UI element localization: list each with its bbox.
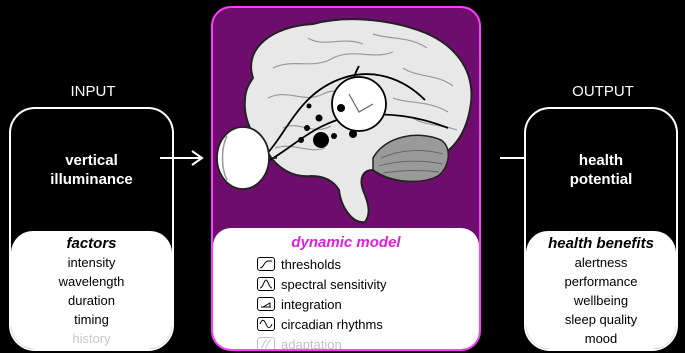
input-heading: INPUT <box>70 83 116 100</box>
model-item-label: thresholds <box>281 256 341 272</box>
spectral-peak-icon <box>257 277 275 291</box>
input-main-label: vertical illuminance <box>11 109 172 231</box>
input-main-line2: illuminance <box>50 171 133 188</box>
factor-item: history <box>72 331 111 346</box>
benefits-panel: health benefits alertness performance we… <box>526 231 676 349</box>
factor-item: wavelength <box>58 274 125 289</box>
factor-item: duration <box>68 293 115 308</box>
model-title: dynamic model <box>291 234 401 251</box>
model-item-thresholds: thresholds <box>257 254 386 274</box>
model-item-label: circadian rhythms <box>281 316 383 332</box>
output-main-line2: potential <box>569 171 633 188</box>
benefit-item: performance <box>564 274 638 289</box>
model-item-adaptation: adaptation <box>257 334 386 351</box>
model-item-spectral: spectral sensitivity <box>257 274 386 294</box>
benefit-item: wellbeing <box>573 293 629 308</box>
input-main-line1: vertical <box>65 152 118 169</box>
output-main-line1: health <box>578 152 624 169</box>
output-box: health potential health benefits alertne… <box>524 107 678 351</box>
model-item-label: adaptation <box>281 336 342 351</box>
model-list: thresholds spectral sensitivity integrat… <box>257 254 386 351</box>
threshold-curve-icon <box>257 257 275 271</box>
model-item-label: spectral sensitivity <box>281 276 387 292</box>
model-item-integration: integration <box>257 294 386 314</box>
output-heading: OUTPUT <box>572 83 634 100</box>
factor-item: timing <box>74 312 109 327</box>
factors-title: factors <box>66 235 117 252</box>
integration-ramp-icon <box>257 297 275 311</box>
benefit-item: alertness <box>574 255 628 270</box>
benefits-title: health benefits <box>548 235 654 252</box>
factors-panel: factors intensity wavelength duration ti… <box>11 231 172 349</box>
model-item-circadian: circadian rhythms <box>257 314 386 334</box>
model-box: dynamic model thresholds spectral sensit… <box>211 6 481 351</box>
adaptation-curve-icon <box>257 337 275 349</box>
benefit-item: mood <box>584 331 618 346</box>
brain-illustration-icon <box>216 18 473 224</box>
benefit-item: sleep quality <box>564 312 638 327</box>
output-main-label: health potential <box>526 109 676 231</box>
model-item-label: integration <box>281 296 342 312</box>
input-box: vertical illuminance factors intensity w… <box>9 107 174 351</box>
input-arrow-icon <box>160 150 204 166</box>
factor-item: intensity <box>67 255 116 270</box>
sine-wave-icon <box>257 317 275 331</box>
model-panel: dynamic model thresholds spectral sensit… <box>213 228 479 349</box>
